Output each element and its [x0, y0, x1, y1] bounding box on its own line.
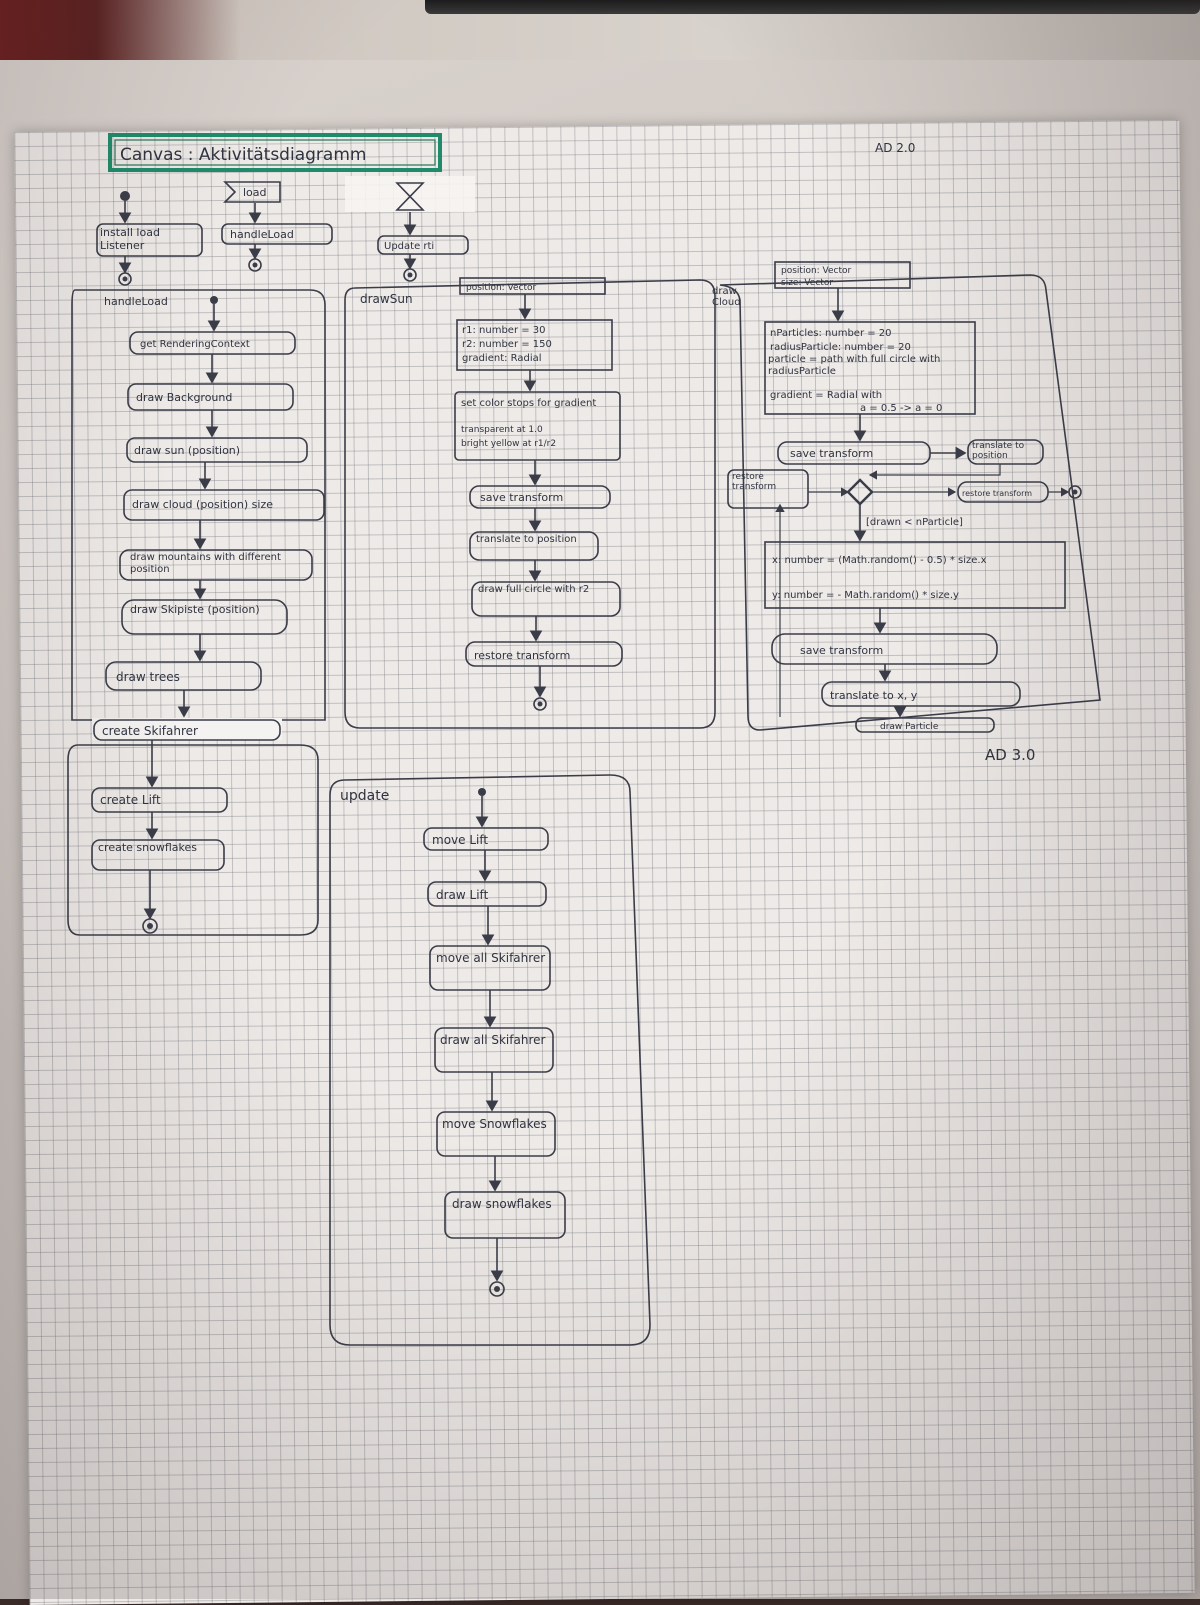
svg-text:gradient: Radial: gradient: Radial [462, 353, 542, 364]
svg-text:bright yellow at r1/r2: bright yellow at r1/r2 [461, 439, 556, 449]
load-signal-label: load [243, 186, 267, 199]
decision-node [846, 478, 874, 506]
update-action: Update rti [384, 241, 434, 252]
svg-text:nParticles: number = 20: nParticles: number = 20 [770, 328, 892, 339]
draw-sun-activity: drawSun position: Vector r1: number = 30… [344, 277, 716, 729]
handle-load-activity: handleLoad get RenderingContext draw Bac… [67, 289, 326, 936]
step-create-skifahrer [93, 719, 281, 741]
version-label-top: AD 2.0 [875, 141, 915, 155]
svg-text:get RenderingContext: get RenderingContext [140, 339, 250, 350]
step-draw-cloud [123, 489, 325, 521]
svg-text:[drawn < nParticle]: [drawn < nParticle] [866, 517, 963, 528]
svg-text:draw sun (position): draw sun (position) [134, 444, 240, 457]
handle-load-action: handleLoad [230, 228, 294, 241]
timer-event-icon [395, 182, 425, 211]
svg-text:draw Lift: draw Lift [436, 888, 489, 902]
svg-text:translate to x, y: translate to x, y [830, 689, 918, 702]
svg-text:x: number = (Math.random() - 0: x: number = (Math.random() - 0.5) * size… [772, 555, 987, 566]
svg-text:save transform: save transform [790, 447, 873, 460]
step-draw-mountains [119, 549, 313, 581]
draw-cloud-title: draw Cloud [712, 286, 741, 308]
svg-text:position: Vector: position: Vector [781, 266, 852, 276]
svg-text:move Lift: move Lift [432, 833, 488, 847]
handle-load-title: handleLoad [104, 295, 168, 308]
step-create-lift [91, 787, 228, 813]
svg-text:restore transform: restore transform [474, 649, 570, 662]
svg-text:y: number = - Math.random() *: y: number = - Math.random() * size.y [772, 590, 959, 601]
svg-text:r2: number = 150: r2: number = 150 [462, 339, 552, 350]
svg-text:save transform: save transform [800, 644, 883, 657]
draw-sun-title: drawSun [360, 292, 413, 306]
svg-text:create Skifahrer: create Skifahrer [102, 724, 198, 738]
svg-text:a = 0.5 -> a = 0: a = 0.5 -> a = 0 [860, 403, 942, 414]
step-draw-sun [126, 437, 308, 463]
svg-text:draw Background: draw Background [136, 391, 232, 404]
version-label-bottom: AD 3.0 [985, 746, 1035, 764]
update-activity: update move Lift draw Lift move all Skif… [329, 774, 651, 1346]
svg-text:draw trees: draw trees [116, 670, 180, 684]
svg-text:create Lift: create Lift [100, 793, 161, 807]
step-draw-skipiste [121, 599, 288, 635]
title-banner: Canvas : Aktivitätsdiagramm [108, 133, 442, 172]
install-listener-action: install load Listener [100, 226, 160, 252]
svg-text:gradient = Radial with: gradient = Radial with [770, 390, 882, 401]
svg-text:size: Vector: size: Vector [781, 278, 833, 288]
diagram-title: Canvas : Aktivitätsdiagramm [120, 145, 366, 165]
start-node [120, 191, 130, 201]
svg-text:set color stops for gradient: set color stops for gradient [461, 398, 596, 409]
svg-text:draw cloud (position) size: draw cloud (position) size [132, 498, 273, 511]
svg-text:restore transform: restore transform [962, 489, 1032, 498]
svg-text:draw Particle: draw Particle [880, 722, 939, 732]
svg-text:radiusParticle: number = 20: radiusParticle: number = 20 [770, 342, 911, 353]
svg-text:position: Vector: position: Vector [466, 283, 537, 293]
svg-text:r1: number = 30: r1: number = 30 [462, 325, 546, 336]
laptop-edge [425, 0, 1200, 14]
step-draw-background [127, 383, 294, 411]
draw-cloud-activity: draw Cloud position: Vector size: Vector… [712, 261, 1101, 733]
svg-text:transparent at 1.0: transparent at 1.0 [461, 425, 543, 435]
svg-text:save transform: save transform [480, 491, 563, 504]
top-flow: load install load Listener handleLoad Up… [96, 176, 475, 286]
update-title: update [340, 788, 389, 804]
step-create-snowflakes [91, 839, 225, 871]
